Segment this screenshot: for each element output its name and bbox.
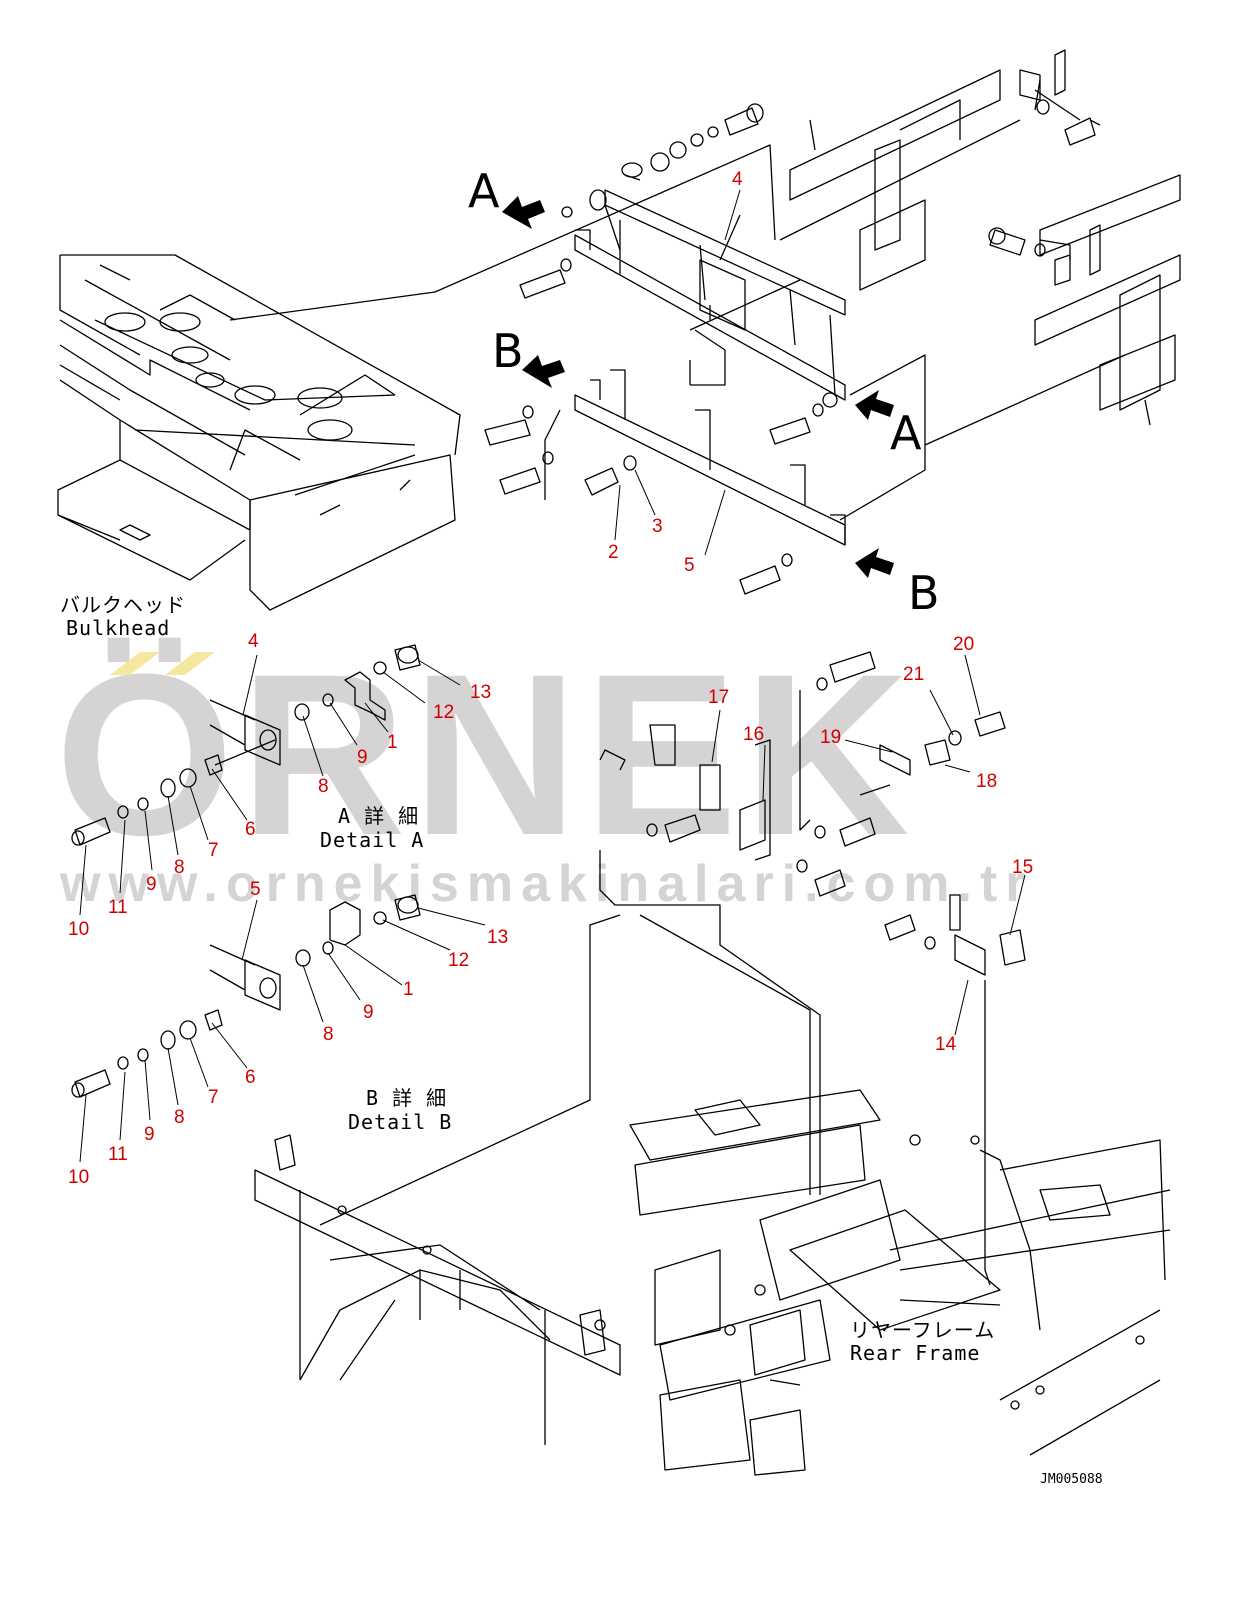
detail-b-part-1: 1 <box>403 979 414 1000</box>
bottom-left-frame-drawing <box>254 1134 621 1445</box>
part-number-15: 15 <box>1012 857 1034 878</box>
detail-b-part-9b: 9 <box>144 1124 155 1145</box>
detail-a-part-9: 9 <box>357 747 368 768</box>
view-arrows <box>110 196 894 675</box>
part-number-17: 17 <box>708 687 730 708</box>
detail-b-part-5: 5 <box>250 879 261 900</box>
detail-a-part-7: 7 <box>208 840 219 861</box>
part-number-20: 20 <box>953 634 975 655</box>
detail-a-part-13: 13 <box>470 682 492 703</box>
watermark-url: www.ornekismakinalari.com.tr <box>60 855 1034 913</box>
part-number-3: 3 <box>652 516 663 537</box>
caption-bulkhead-jp: バルクヘッド <box>60 593 186 617</box>
view-label-a-right: A <box>890 406 922 460</box>
part-number-5: 5 <box>684 555 695 576</box>
bracket-assembly-5 <box>484 279 1126 595</box>
part-number-2: 2 <box>608 542 619 563</box>
part-number-16: 16 <box>743 724 765 745</box>
drawing-number: JM005088 <box>1040 1472 1103 1487</box>
detail-b-part-8: 8 <box>323 1024 334 1045</box>
detail-b-part-13: 13 <box>487 927 509 948</box>
detail-b-part-11: 11 <box>108 1144 128 1165</box>
bracket-assembly-4 <box>229 103 846 408</box>
detail-a-part-4: 4 <box>248 631 259 652</box>
leader-lines <box>79 189 1026 1163</box>
caption-detail-a-jp: A 詳 細 <box>338 804 420 828</box>
right-detail-drawing <box>319 651 1026 1286</box>
view-label-b-left: B <box>492 324 524 378</box>
detail-a-part-1: 1 <box>387 732 398 753</box>
caption-bulkhead-en: Bulkhead <box>66 616 171 640</box>
detail-b-part-8b: 8 <box>174 1107 185 1128</box>
bulkhead-drawing <box>57 254 461 611</box>
caption-rear-frame-jp: リヤーフレーム <box>850 1318 996 1342</box>
rear-frame-drawing <box>629 1089 1171 1476</box>
detail-b-drawing <box>71 894 421 1098</box>
caption-detail-b-jp: B 詳 細 <box>366 1086 448 1110</box>
caption-detail-a-en: Detail A <box>320 828 425 852</box>
detail-b-part-6: 6 <box>245 1067 256 1088</box>
detail-a-part-8: 8 <box>318 776 329 797</box>
detail-a-part-11: 11 <box>108 897 128 918</box>
view-label-a-top: A <box>468 164 500 218</box>
watermark-brand: ÖRNEK <box>55 626 916 883</box>
detail-a-part-6: 6 <box>245 819 256 840</box>
detail-a-drawing <box>71 644 421 846</box>
detail-b-part-9: 9 <box>363 1002 374 1023</box>
part-number-19: 19 <box>820 727 842 748</box>
caption-rear-frame-en: Rear Frame <box>850 1341 981 1365</box>
detail-b-part-10: 10 <box>68 1167 90 1188</box>
detail-a-part-12: 12 <box>433 702 455 723</box>
part-number-21: 21 <box>903 664 925 685</box>
frame-section-top-right <box>779 49 1181 426</box>
part-number-14: 14 <box>935 1034 957 1055</box>
part-number-4: 4 <box>732 169 743 190</box>
detail-a-part-8b: 8 <box>174 857 185 878</box>
detail-b-part-12: 12 <box>448 950 470 971</box>
caption-detail-b-en: Detail B <box>348 1110 453 1134</box>
part-number-18: 18 <box>976 771 998 792</box>
view-label-b-right: B <box>908 566 940 620</box>
detail-b-part-7: 7 <box>208 1087 219 1108</box>
detail-a-part-10: 10 <box>68 919 90 940</box>
detail-a-part-9b: 9 <box>146 874 157 895</box>
